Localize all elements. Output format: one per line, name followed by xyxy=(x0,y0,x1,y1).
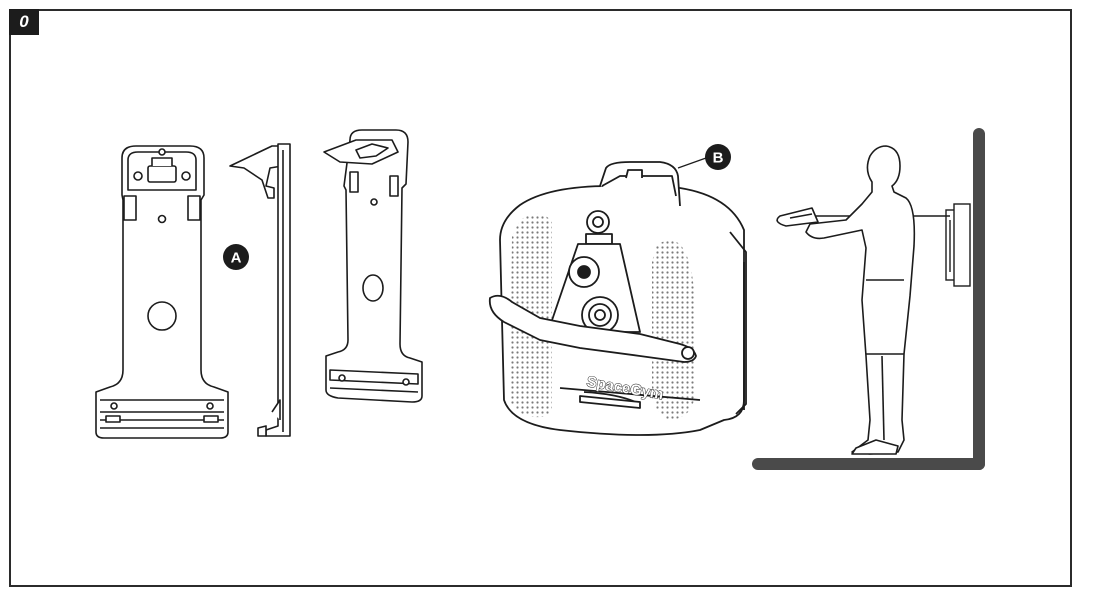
callout-a-label: A xyxy=(231,250,242,267)
callout-b-label: B xyxy=(713,150,724,167)
person-figure xyxy=(776,145,916,455)
spacegym-device: SpaceGym xyxy=(488,161,747,436)
bracket-angled-view xyxy=(323,129,423,403)
wall-mounted-unit xyxy=(945,203,971,287)
callout-a: A xyxy=(223,244,249,270)
bracket-front-view xyxy=(95,145,229,439)
bracket-side-view xyxy=(229,143,291,437)
step-number-badge: 0 xyxy=(9,9,39,35)
wall-floor xyxy=(752,128,985,470)
callout-b: B xyxy=(677,144,731,170)
